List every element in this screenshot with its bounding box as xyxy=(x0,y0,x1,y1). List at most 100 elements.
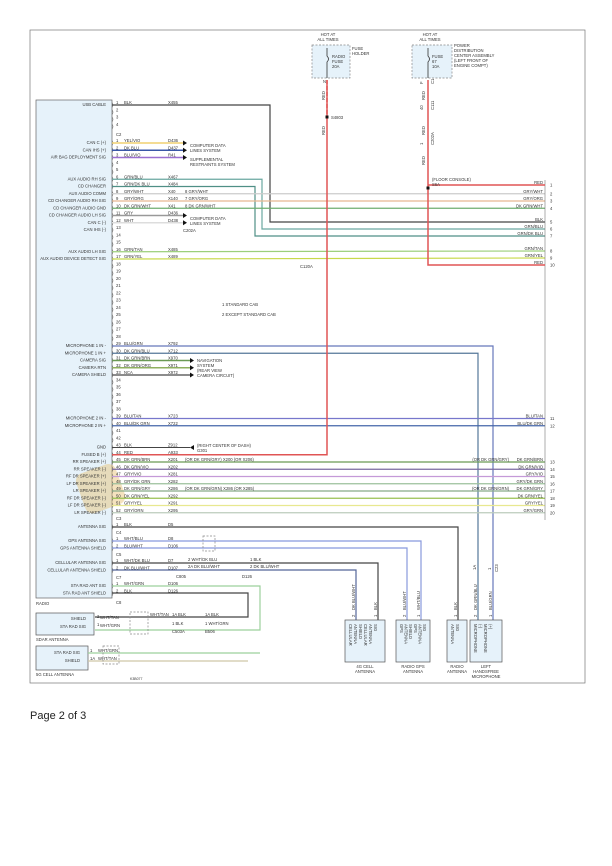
terminal-number: 12 xyxy=(550,423,555,428)
c2-row-pin: 18 xyxy=(116,261,121,266)
connector-label: C5 xyxy=(116,552,122,557)
fuse2-rating: 67 xyxy=(432,59,437,64)
left-handsfree-microphone-pin-number: 1 xyxy=(488,614,493,617)
row-c6-signal: STA RAD ANT SHIELD xyxy=(63,591,106,596)
fuse2-connector: C1 xyxy=(430,78,435,84)
radio-gps-antenna-pin-name-part: SHIELD xyxy=(408,624,413,639)
left-handsfree-microphone-wire-color: BLU/GRN xyxy=(488,591,493,610)
left-handsfree-microphone-pin-name-part: (+) xyxy=(488,624,493,630)
c2-row-signal: LR SPEAKER (-) xyxy=(74,510,106,515)
c2-row-signal: AIR BAG DEPLOYMENT SIG xyxy=(51,155,106,160)
connector-id: C120A xyxy=(300,264,313,269)
wire-grn-dk-blu xyxy=(112,185,545,237)
c2-row-signal: CD CHANGER xyxy=(78,184,106,189)
target-computer-data-lines: COMPUTER DATA xyxy=(190,216,226,221)
wire-antenna-sig xyxy=(112,526,459,620)
cell4g-antenna-pin-number: 1 xyxy=(373,614,378,617)
c2-row-signal: CD CHANGER AUDIO GND xyxy=(53,205,106,210)
inline-label: WHT/TAN xyxy=(150,612,169,617)
arrow-icon xyxy=(183,220,187,226)
c2-row-circuit: X282 xyxy=(168,479,178,484)
left-handsfree-microphone-pin-name-part: MICROPHONE xyxy=(473,624,478,653)
c1-row-circuit: X455 xyxy=(168,100,178,105)
connector-id: C23 xyxy=(494,564,499,572)
c2-row-pin: 48 xyxy=(116,479,121,484)
splice-label: S6A xyxy=(432,182,440,187)
c2-row-circuit: X484 xyxy=(168,182,178,187)
wire-grn-yel xyxy=(111,257,546,260)
c2-row-color: RED xyxy=(124,450,133,455)
c2-row-pin: 36 xyxy=(116,392,121,397)
connector-label: C8 xyxy=(116,600,122,605)
c2-row-circuit: X140 xyxy=(168,196,178,201)
terminal-number: 14 xyxy=(550,467,555,472)
terminal-color: GRN/DK BLU xyxy=(517,231,543,236)
inline-label: 1 xyxy=(487,567,492,570)
row-c6-circuit: D106 xyxy=(168,581,179,586)
radio-gps-antenna-pin-name-part: ANTENNA xyxy=(417,624,422,644)
row-c4-signal: GPS ANTENNA SHIELD xyxy=(60,546,106,551)
fuse1-rating: FUSE xyxy=(332,59,343,64)
cell4g-antenna-pin-name-part: CELLULAR xyxy=(348,624,353,646)
c2-row-pin: 28 xyxy=(116,334,121,339)
pin-bracket xyxy=(111,314,114,320)
terminal-color: GRY/GRN xyxy=(524,508,543,513)
row-c5-signal: CELLULAR ANTENNA SHIELD xyxy=(47,568,106,573)
c2-row-signal: AUX AUDIO COMM xyxy=(69,191,107,196)
terminal-color: GRY/DK GRN xyxy=(517,479,543,484)
cell5g-wire-color: WHT/TAN xyxy=(98,656,117,661)
cell4g-antenna-pin-name-part: ANTENNA xyxy=(353,624,358,644)
c2-row-pin: 41 xyxy=(116,428,121,433)
pin-bracket xyxy=(111,401,114,407)
c2-row-pin: 15 xyxy=(116,240,121,245)
sdar-antenna-label: SDAR ANTENNA xyxy=(36,637,69,642)
c2-row-pin: 10 xyxy=(116,203,121,208)
c2-row-circuit: X712 xyxy=(168,348,178,353)
row-c6-color: BLK xyxy=(124,589,132,594)
c2-row-circuit: X281 xyxy=(168,472,178,477)
pin-bracket xyxy=(111,263,114,269)
connector-label: C7 xyxy=(116,575,122,580)
row-c5-color: WHT/DK BLU xyxy=(124,558,150,563)
pin-bracket xyxy=(111,278,114,284)
c2-row-color: BLU/DK GRN xyxy=(124,421,150,426)
pdc-label: ENGINE COMPT) xyxy=(454,63,488,68)
c2-row-circuit: X971 xyxy=(168,363,178,368)
radio-antenna-pin-name-part: ANTENNA xyxy=(450,624,455,644)
pin-bracket xyxy=(111,408,114,414)
radio-module xyxy=(35,99,113,599)
row-c3-signal: ANTENNA SIG xyxy=(78,524,106,529)
fuse1-hot-label: HOT AT xyxy=(321,32,336,37)
fuse2-connector: C111 xyxy=(430,100,435,110)
c2-row-pin: 16 xyxy=(116,247,121,252)
radio-gps-antenna-wire-color: BLU/WHT xyxy=(402,591,407,610)
inline-conn-label: 1 BLK xyxy=(250,557,262,562)
row-c3-color: BLK xyxy=(124,522,132,527)
c2-row-pin: 25 xyxy=(116,312,121,317)
radio-antenna-label: RADIO xyxy=(450,664,464,669)
pin-bracket xyxy=(111,328,114,335)
arrow-icon xyxy=(183,213,187,218)
fuse-icon xyxy=(427,48,430,78)
target-supplemental-restraints: SUPPLEMENTAL xyxy=(190,157,224,162)
c2-row-color: DK GRN/WHT xyxy=(124,203,151,208)
row-c5-circuit: D7 xyxy=(168,558,174,563)
c2-row-pin: 19 xyxy=(116,269,121,274)
c2-row-pin: 40 xyxy=(116,421,121,426)
c2-row-pin: 13 xyxy=(116,225,121,230)
c2-row-signal: AUX AUDIO DEVICE DETECT SIG xyxy=(40,256,106,261)
fuse2-connector: 40 xyxy=(419,105,424,110)
c2-label: C2 xyxy=(116,132,122,137)
pdc-box xyxy=(411,44,453,79)
c2-row-signal: LF DR SPEAKER (-) xyxy=(68,503,107,508)
wire-dk-grn-blu xyxy=(112,352,479,620)
arrow-icon xyxy=(183,140,187,146)
inline-label: 1 WHT/GRN xyxy=(205,621,229,626)
terminal-color: GRY/ORG xyxy=(523,196,543,201)
c2-row-pin: 4 xyxy=(116,160,119,165)
c2-row-note: (OR DK GRN/GRY) X200 (OR X206) xyxy=(185,457,254,462)
wire-blu-grn xyxy=(112,345,494,620)
terminal-number: 18 xyxy=(550,496,555,501)
c2-row-pin: 24 xyxy=(116,305,121,310)
